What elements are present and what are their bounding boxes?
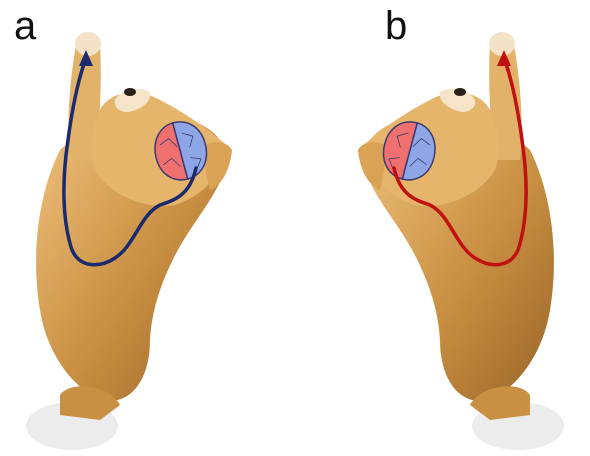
dog-nose [124,88,136,96]
dog-figure-a [0,0,295,456]
dog-nose [454,88,466,96]
dog-ear [358,142,385,190]
dog-ear [205,142,232,190]
panel-b: b [295,0,590,456]
dog-raised-paw [75,32,101,56]
dog-figure-b [295,0,590,456]
dog-raised-paw [489,32,515,56]
panel-a: a [0,0,295,456]
